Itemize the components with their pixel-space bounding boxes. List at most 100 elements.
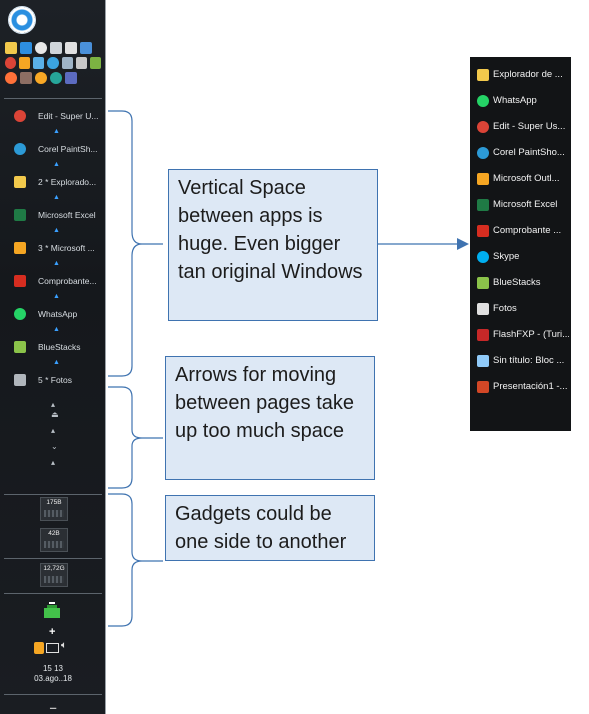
task-label: 3 * Microsoft ... (38, 243, 95, 253)
task-item[interactable]: Corel PaintSh... ▲ (0, 138, 106, 171)
chevron-up-icon[interactable]: ▴ (51, 458, 56, 467)
message-icon[interactable] (65, 42, 77, 54)
notepad-icon (477, 355, 489, 367)
task-view-icon[interactable] (50, 42, 62, 54)
taskbar-button-label: Presentación1 -... (493, 381, 568, 392)
chrome-icon[interactable] (5, 57, 17, 69)
brace-apps (108, 110, 163, 377)
plus-icon[interactable]: + (49, 626, 56, 638)
outlook-icon (14, 242, 26, 254)
taskbar-button-label: BlueStacks (493, 277, 541, 288)
taskbar-divider (4, 494, 102, 495)
start-button[interactable] (8, 6, 36, 34)
chevron-down-icon[interactable]: ⌄ (51, 442, 58, 451)
task-item[interactable]: Microsoft Excel ▲ (0, 204, 106, 237)
task-label: BlueStacks (38, 342, 81, 352)
taskbar-button-label: Comprobante ... (493, 225, 562, 236)
chevron-up-icon: ▲ (53, 161, 60, 168)
whatsapp-icon (14, 308, 26, 320)
image-icon[interactable] (20, 72, 32, 84)
task-item[interactable]: 5 * Fotos (0, 369, 106, 402)
vertical-taskbar: Edit - Super U... ▲ Corel PaintSh... ▲ 2… (0, 0, 106, 714)
taskbar-button[interactable]: Skype (470, 245, 571, 271)
taskbar-button[interactable]: Corel PaintSho... (470, 141, 571, 167)
page-up-arrow-icon[interactable]: ⏏ (51, 410, 59, 419)
quick-launch-bar (5, 42, 101, 87)
whatsapp-icon (477, 95, 489, 107)
chevron-up-icon: ▲ (53, 194, 60, 201)
taskbar-button-label: Corel PaintSho... (493, 147, 565, 158)
taskbar-button[interactable]: Comprobante ... (470, 219, 571, 245)
taskbar-button-label: Microsoft Outl... (493, 173, 560, 184)
taskbar-button[interactable]: Fotos (470, 297, 571, 323)
callout-gadgets: Gadgets could be one side to another (165, 495, 375, 561)
outlook-icon (477, 173, 489, 185)
taskbar-button-label: FlashFXP - (Turi... (493, 329, 569, 340)
desktop-icon[interactable] (80, 42, 92, 54)
infinity-icon[interactable] (33, 57, 45, 69)
task-item[interactable]: 3 * Microsoft ... ▲ (0, 237, 106, 270)
clock-time[interactable]: 15 13 (42, 664, 64, 673)
photos-icon (477, 303, 489, 315)
task-item[interactable]: Edit - Super U... ▲ (0, 105, 106, 138)
powerpoint-icon (477, 381, 489, 393)
taskbar-button[interactable]: BlueStacks (470, 271, 571, 297)
firefox-icon[interactable] (5, 72, 17, 84)
flashfxp-icon (477, 329, 489, 341)
folder-icon (477, 69, 489, 81)
network-gadget[interactable]: 175B (40, 497, 68, 521)
taskbar-button[interactable]: Edit - Super Us... (470, 115, 571, 141)
battery-charging-icon[interactable] (42, 600, 62, 620)
chevron-up-icon[interactable]: ▴ (51, 426, 56, 435)
network-icon[interactable] (46, 643, 59, 653)
task-item[interactable]: BlueStacks ▲ (0, 336, 106, 369)
folder-icon[interactable] (5, 42, 17, 54)
taskbar-button-label: Skype (493, 251, 520, 262)
taskbar-button[interactable]: Presentación1 -... (470, 375, 571, 401)
clock-date[interactable]: 03.ago..18 (34, 674, 72, 683)
task-item[interactable]: 2 * Explorado... ▲ (0, 171, 106, 204)
taskbar-button[interactable]: Explorador de ... (470, 63, 571, 89)
taskbar-button-label: Microsoft Excel (493, 199, 558, 210)
callout-arrows: Arrows for moving between pages take up … (165, 356, 375, 480)
disk-gadget[interactable]: 12,72G (40, 563, 68, 587)
task-label: Comprobante... (38, 276, 97, 286)
android-icon[interactable] (89, 57, 101, 69)
outlook-tray-icon[interactable] (34, 642, 44, 654)
paint-icon[interactable] (75, 57, 87, 69)
taskbar-button[interactable]: WhatsApp (470, 89, 571, 115)
callout-vertical-space: Vertical Space between apps is huge. Eve… (168, 169, 378, 321)
taskbar-button[interactable]: FlashFXP - (Turi... (470, 323, 571, 349)
task-item[interactable]: Comprobante... ▲ (0, 270, 106, 303)
chevron-up-icon: ▲ (53, 359, 60, 366)
taskbar-button-label: WhatsApp (493, 95, 537, 106)
outlook-icon[interactable] (19, 57, 31, 69)
excel-icon (14, 209, 26, 221)
search-icon[interactable] (35, 42, 47, 54)
database-icon[interactable] (61, 57, 73, 69)
chevron-up-icon: ▲ (53, 227, 60, 234)
taskbar-button[interactable]: Microsoft Outl... (470, 167, 571, 193)
task-label: 5 * Fotos (38, 375, 73, 385)
taskbar-button[interactable]: Sin título: Bloc ... (470, 349, 571, 375)
taskbar-divider (4, 98, 102, 99)
windows-taskbar: Explorador de ... WhatsApp Edit - Super … (470, 57, 571, 431)
taskbar-divider (4, 558, 102, 559)
globe-icon[interactable] (47, 57, 59, 69)
chevron-up-icon[interactable]: ▴ (51, 400, 56, 409)
chrome-icon (477, 121, 489, 133)
screenshot-icon[interactable] (50, 72, 62, 84)
task-item[interactable]: WhatsApp ▲ (0, 303, 106, 336)
taskbar-button-label: Sin título: Bloc ... (493, 355, 565, 366)
taskbar-button-label: Edit - Super Us... (493, 121, 566, 132)
save-icon[interactable] (65, 72, 77, 84)
chevron-up-icon: ▲ (53, 326, 60, 333)
network-gadget[interactable]: 42B (40, 528, 68, 552)
volume-icon[interactable]: 🔈︎ (61, 640, 67, 651)
taskbar-button[interactable]: Microsoft Excel (470, 193, 571, 219)
windows-icon[interactable] (20, 42, 32, 54)
show-desktop-icon[interactable]: ▁ (50, 700, 57, 709)
taskbar-button-label: Fotos (493, 303, 517, 314)
media-icon[interactable] (35, 72, 47, 84)
